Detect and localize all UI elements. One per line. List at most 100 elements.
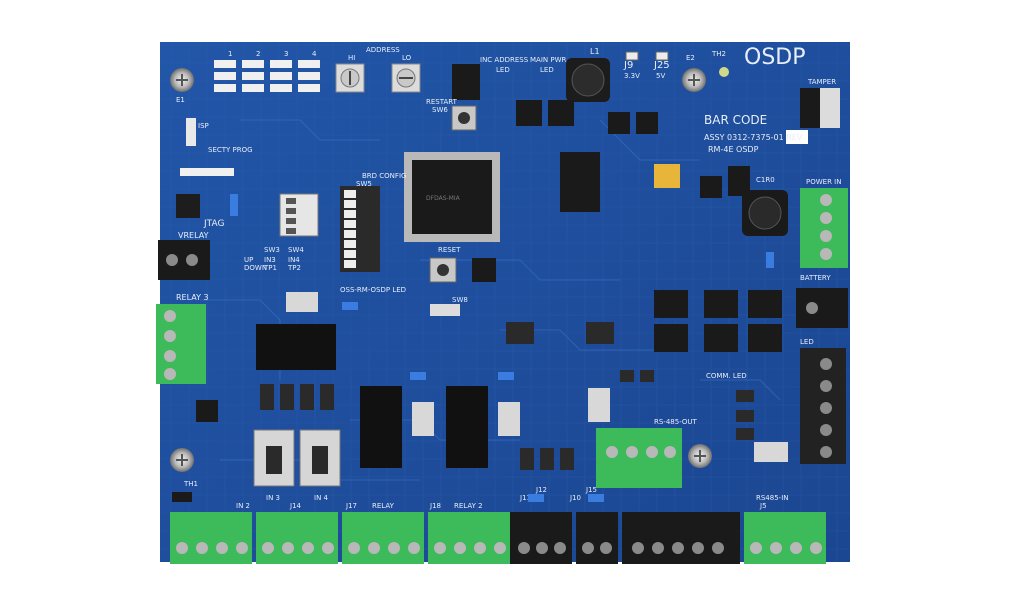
chip-marking: DFDAS-MIA	[426, 195, 461, 202]
power-in-terminal[interactable]	[800, 188, 848, 268]
inductor-l1	[566, 58, 610, 102]
led-terminal[interactable]	[800, 348, 846, 464]
up-label: UP	[244, 256, 253, 264]
jtag-header	[176, 194, 200, 218]
th2-label: TH2	[711, 50, 726, 58]
tp2-label: TP2	[287, 264, 301, 272]
smd-components	[260, 322, 754, 470]
top-number-2: 2	[256, 50, 260, 58]
bottom-terminal-j14[interactable]	[256, 512, 338, 564]
barcode-sticker	[786, 130, 808, 144]
isp-header	[186, 118, 196, 146]
bottom-terminal-j17[interactable]	[342, 512, 424, 564]
tamper-connector[interactable]	[800, 88, 840, 128]
slide-switch-sw4[interactable]	[299, 429, 341, 487]
in4-bottom-label: IN 4	[314, 494, 329, 502]
relay-label: RELAY	[372, 502, 395, 510]
jumper-labels	[214, 60, 320, 92]
bottom-terminal-black[interactable]	[622, 512, 740, 564]
led-label-2: LED	[540, 66, 554, 74]
reset-button[interactable]	[429, 257, 457, 283]
battery-label: BATTERY	[800, 274, 831, 282]
microcontroller-chip: DFDAS-MIA	[404, 152, 500, 242]
vrelay-terminal[interactable]	[158, 240, 210, 280]
address-hi-label: HI	[348, 54, 355, 62]
reset-label: RESET	[438, 246, 461, 254]
in2-label: IN 2	[236, 502, 250, 510]
sw6-label: SW6	[432, 106, 448, 114]
top-number-1: 1	[228, 50, 232, 58]
in3-label: IN3	[264, 256, 276, 264]
top-number-4: 4	[312, 50, 317, 58]
vrelay-label: VRELAY	[178, 231, 209, 240]
sw5-label: SW5	[356, 180, 372, 188]
dip-switch-sw5[interactable]	[340, 186, 380, 272]
brd-config-label: BRD CONFIG	[362, 172, 406, 180]
j25-label: J25	[653, 60, 670, 71]
blue-jumpers[interactable]	[342, 252, 774, 502]
j17-label: J17	[345, 502, 357, 510]
model-label: RM-4E OSDP	[708, 145, 759, 154]
j10-label: J10	[569, 494, 581, 502]
j9-volt-label: 3.3V	[624, 72, 640, 80]
e1-label: E1	[176, 96, 185, 104]
bottom-terminal-j10[interactable]	[576, 512, 618, 564]
j15-label: J15	[585, 486, 597, 494]
relay3-terminal[interactable]	[156, 304, 206, 384]
sw3-label: SW3	[264, 246, 280, 254]
comm-led-label: COMM. LED	[706, 372, 747, 380]
rs485-in-label: RS485-IN	[756, 494, 789, 502]
inc-address-label: INC ADDRESS	[480, 56, 529, 64]
battery-terminal[interactable]	[796, 288, 848, 328]
in3-bottom-label: IN 3	[266, 494, 280, 502]
j11-label: J11	[519, 494, 531, 502]
address-label: ADDRESS	[366, 46, 400, 54]
mounting-screw-icon	[170, 68, 712, 472]
relay2-label: RELAY 2	[454, 502, 483, 510]
thermistor	[719, 67, 729, 77]
l1-label: L1	[590, 47, 600, 56]
j5-label: J5	[759, 502, 767, 510]
ic-chip	[452, 64, 480, 100]
j9-label: J9	[623, 60, 633, 71]
bottom-terminal-j5[interactable]	[744, 512, 826, 564]
power-inductor	[742, 190, 788, 236]
jumper-blue[interactable]	[230, 194, 238, 216]
power-in-label: POWER IN	[806, 178, 841, 186]
sw8-switch[interactable]	[430, 304, 460, 316]
j12-label: J12	[535, 486, 547, 494]
secty-prog-header	[180, 168, 234, 176]
restart-label: RESTART	[426, 98, 458, 106]
e2-label: E2	[686, 54, 695, 62]
ic-chips	[196, 100, 782, 422]
in4-label: IN4	[288, 256, 300, 264]
bottom-terminal-j2[interactable]	[170, 512, 252, 564]
j25-volt-label: 5V	[656, 72, 665, 80]
top-number-3: 3	[284, 50, 288, 58]
address-lo-label: LO	[402, 54, 412, 62]
bottom-terminal-j11[interactable]	[510, 512, 572, 564]
relay3-label: RELAY 3	[176, 293, 209, 302]
led-conn-label: LED	[800, 338, 814, 346]
restart-button[interactable]	[451, 105, 477, 131]
dip-switch-sw2[interactable]	[279, 193, 319, 237]
sw4-label: SW4	[288, 246, 304, 254]
assy-label: ASSY 0312-7375-01 REV	[704, 133, 803, 142]
slide-switch-sw3[interactable]	[253, 429, 295, 487]
rotary-switch-hi[interactable]	[335, 63, 365, 93]
tamper-label: TAMPER	[807, 78, 836, 86]
led-label: LED	[496, 66, 510, 74]
down-label: DOWN	[244, 264, 267, 272]
rs485-out-terminal[interactable]	[596, 428, 682, 488]
j18-label: J18	[429, 502, 441, 510]
sw8-label: SW8	[452, 296, 468, 304]
bottom-terminal-j18[interactable]	[428, 512, 510, 564]
j14-label: J14	[289, 502, 302, 510]
osdp-brand: OSDP	[744, 45, 806, 70]
inductor-label: C1R0	[756, 176, 775, 184]
rotary-switch-lo[interactable]	[391, 63, 421, 93]
isp-label: ISP	[198, 122, 209, 130]
secty-prog-label: SECTY PROG	[208, 146, 253, 154]
jtag-label: JTAG	[203, 219, 224, 229]
